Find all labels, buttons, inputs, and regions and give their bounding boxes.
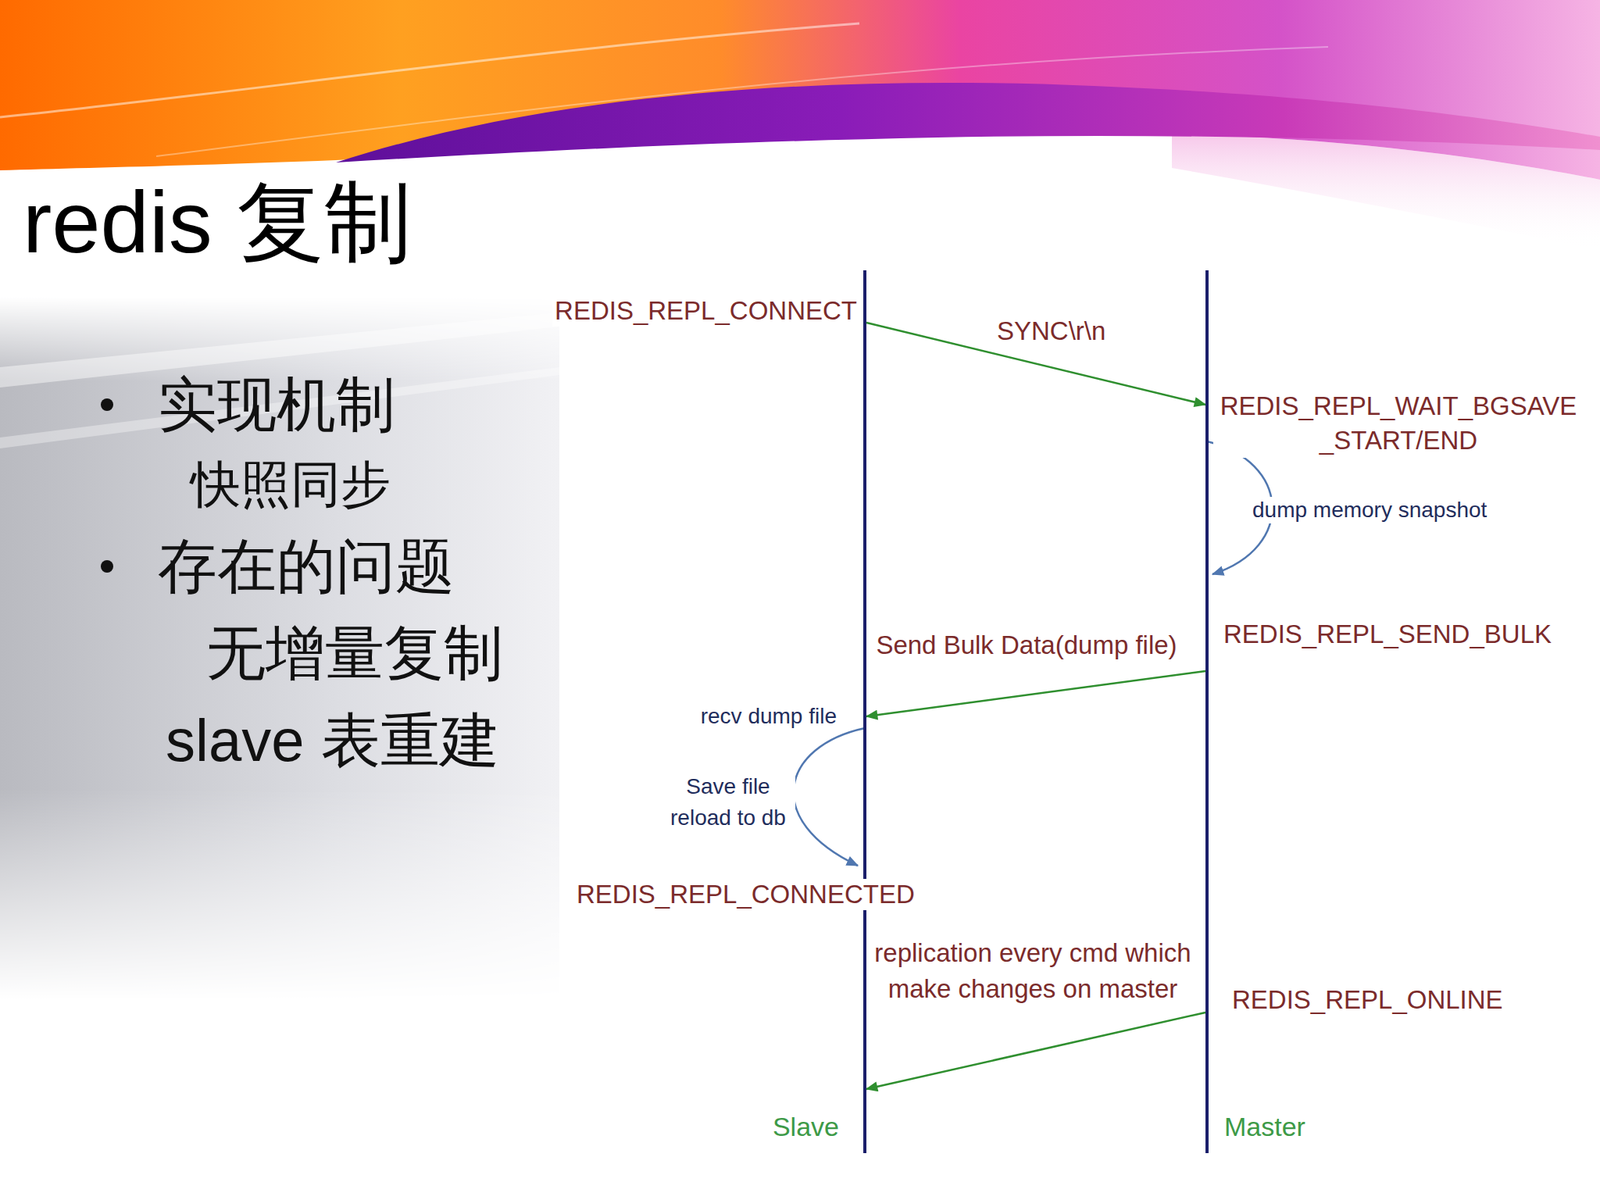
label-holder: 存在的问题: [157, 531, 455, 603]
message-label: Send Bulk Data(dump file): [873, 629, 1179, 661]
message-label: SYNC\r\n: [994, 315, 1108, 347]
lifeline: Slave: [863, 270, 867, 1154]
label-holder: Save file reload to db: [661, 771, 796, 834]
message-label: replication every cmd which make changes…: [866, 935, 1200, 1008]
label-holder: REDIS_REPL_SEND_BULK: [1221, 618, 1554, 650]
message-label-holder: replication every cmd which make changes…: [866, 935, 1200, 1008]
state-label: REDIS_REPL_WAIT_BGSAVE _START/END: [1213, 389, 1584, 458]
self-loop: [793, 728, 865, 866]
step-note: recv dump file: [698, 703, 840, 730]
panel-streak: [0, 367, 560, 449]
title-holder: redis 复制: [22, 170, 412, 275]
label-holder: REDIS_REPL_WAIT_BGSAVE _START/END: [1213, 389, 1584, 458]
step-note: Save file reload to db: [661, 771, 796, 834]
state-label: REDIS_REPL_CONNECT: [552, 295, 860, 327]
sub-text: 快照同步: [190, 454, 391, 515]
side-panel: [0, 296, 560, 1000]
label-holder: 实现机制: [157, 369, 396, 441]
lifeline-heading-holder: Master: [1224, 1110, 1306, 1143]
header-streak: [0, 23, 860, 118]
label-holder: REDIS_REPL_CONNECT: [552, 295, 860, 327]
message-arrow: [866, 1012, 1206, 1090]
state-label: REDIS_REPL_ONLINE: [1229, 984, 1506, 1016]
bullet-dot: [100, 398, 114, 411]
message-label-holder: Send Bulk Data(dump file): [873, 629, 1179, 661]
bullet-text: 存在的问题: [157, 531, 455, 603]
slide-title: redis 复制: [22, 170, 412, 275]
label-holder: REDIS_REPL_CONNECTED: [574, 878, 918, 911]
label-holder: dump memory snapshot: [1250, 496, 1490, 524]
bullet-text: 实现机制: [157, 369, 396, 441]
lifeline-heading-holder: Slave: [772, 1110, 840, 1143]
label-holder: recv dump file: [698, 703, 840, 730]
label-holder: slave 表重建: [165, 704, 500, 776]
message-label-holder: SYNC\r\n: [994, 315, 1108, 347]
state-label: REDIS_REPL_SEND_BULK: [1221, 618, 1554, 650]
label-holder: 快照同步: [190, 454, 391, 515]
sub-text: 无增量复制: [206, 617, 504, 690]
bullet-dot: [100, 560, 114, 573]
lifeline: Master: [1205, 270, 1209, 1154]
header-streak: [156, 46, 1329, 157]
step-note: dump memory snapshot: [1250, 496, 1490, 524]
header-band: [0, 0, 1600, 180]
state-label: REDIS_REPL_CONNECTED: [574, 878, 918, 911]
header-swoosh: [335, 82, 1600, 163]
lifeline-heading: Slave: [772, 1110, 840, 1143]
lifeline-heading: Master: [1224, 1110, 1306, 1143]
message-arrow: [866, 671, 1206, 717]
label-holder: REDIS_REPL_ONLINE: [1229, 984, 1506, 1016]
label-holder: 无增量复制: [206, 617, 504, 690]
sub-text: slave 表重建: [165, 704, 500, 776]
